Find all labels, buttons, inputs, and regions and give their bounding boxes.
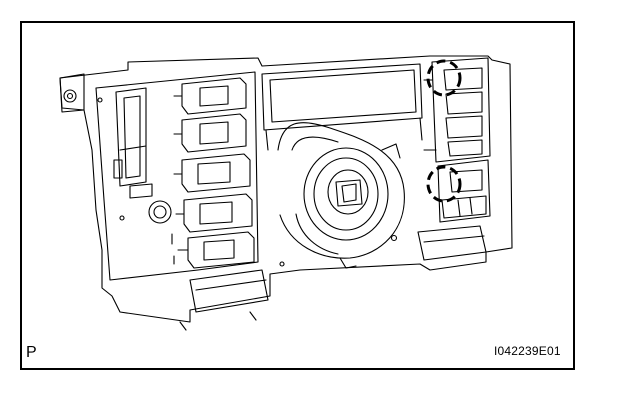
left-connector-block xyxy=(113,87,153,199)
view-label: P xyxy=(26,344,37,361)
lower-right-foot xyxy=(417,225,487,261)
upper-claw-callout xyxy=(426,59,462,97)
right-button-column xyxy=(423,57,491,223)
display-window xyxy=(261,63,423,151)
inner-back-plate xyxy=(95,71,259,281)
left-tab-hole xyxy=(63,89,77,103)
figure-frame xyxy=(20,21,575,370)
lower-claw-callout xyxy=(426,165,462,203)
panel-outline xyxy=(59,55,513,323)
lower-left-foot xyxy=(189,269,269,313)
center-knob-housing xyxy=(277,122,405,269)
screw-boss xyxy=(148,200,172,224)
switch-socket-stack xyxy=(173,77,255,269)
left-mounting-tab xyxy=(59,73,85,113)
illustration-code: I042239E01 xyxy=(494,344,561,358)
